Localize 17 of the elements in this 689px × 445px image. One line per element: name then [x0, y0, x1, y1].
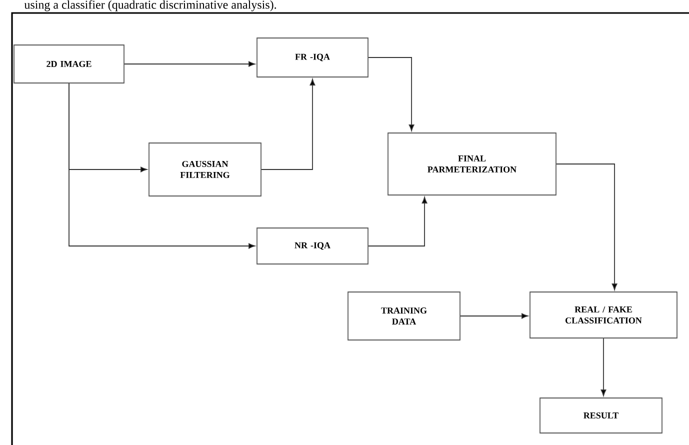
- process-box: FR -IQA: [256, 38, 368, 78]
- process-box: RESULT: [540, 398, 662, 434]
- arrow: [556, 164, 618, 290]
- process-box: FINAL PARMETERIZATION: [388, 132, 556, 196]
- arrow: [68, 83, 256, 249]
- process-box: 2D IMAGE: [14, 44, 124, 84]
- process-box: GAUSSIAN FILTERING: [148, 142, 262, 196]
- arrow: [460, 313, 528, 319]
- process-box: TRAINING DATA: [348, 292, 460, 340]
- arrow: [368, 196, 428, 246]
- arrow: [124, 61, 256, 67]
- process-box: NR -IQA: [256, 228, 368, 264]
- caption-text: using a classifier (quadratic discriminative analysis).: [24, 0, 276, 12]
- arrow: [600, 338, 606, 396]
- arrow: [261, 78, 316, 170]
- process-box: REAL / FAKE CLASSIFICATION: [530, 292, 678, 338]
- arrow: [368, 57, 414, 132]
